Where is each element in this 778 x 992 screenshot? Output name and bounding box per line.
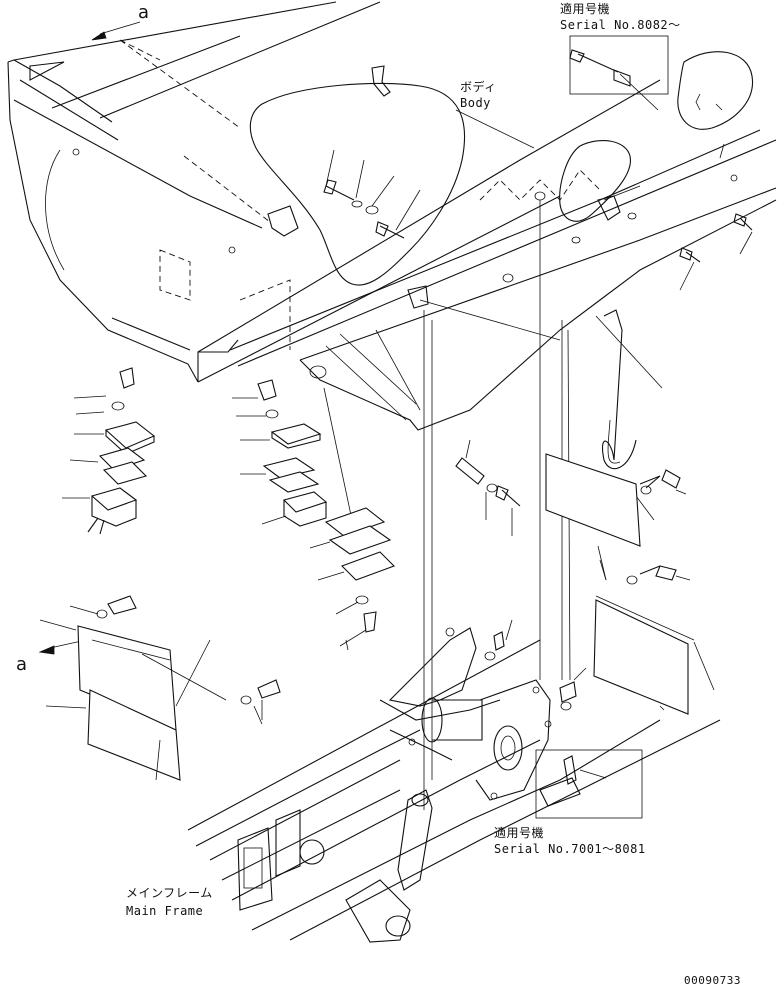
body-label-en: Body: [460, 96, 491, 110]
middle-fasteners: [455, 439, 691, 585]
main-frame-label-en: Main Frame: [126, 904, 204, 918]
serial-bottom-box: [535, 749, 643, 819]
serial-bottom-label-jp: 適用号機: [494, 826, 545, 840]
hanger-hook: [602, 309, 637, 470]
serial-top-label-jp: 適用号機: [560, 2, 611, 16]
body-side-rail: [229, 129, 777, 431]
main-frame-label-jp: メインフレーム: [126, 886, 213, 900]
pads-middle: [232, 379, 395, 647]
serial-top-label-en: Serial No.8082～: [560, 18, 681, 32]
drawing-number: 00090733: [684, 974, 741, 987]
mudflaps-right: [545, 453, 715, 715]
mudflap-left: [38, 595, 281, 781]
main-frame: [187, 619, 721, 943]
body-fasteners: [323, 49, 753, 263]
leader-lines-upper: [91, 21, 753, 389]
body-liner: [249, 51, 754, 286]
serial-bottom-label-en: Serial No.7001～8081: [494, 842, 646, 856]
inset-stopper: [539, 755, 607, 807]
assembly-guide-lines: [323, 200, 571, 810]
leader-lines-lower: [155, 639, 349, 781]
pads-left: [62, 367, 156, 535]
reference-mark-a-left: a: [16, 654, 28, 675]
dump-body: [7, 1, 661, 383]
body-brackets: [267, 65, 621, 309]
serial-top-box: [569, 35, 669, 95]
reference-mark-a-top: a: [138, 2, 150, 23]
body-label-jp: ボディ: [460, 80, 497, 94]
